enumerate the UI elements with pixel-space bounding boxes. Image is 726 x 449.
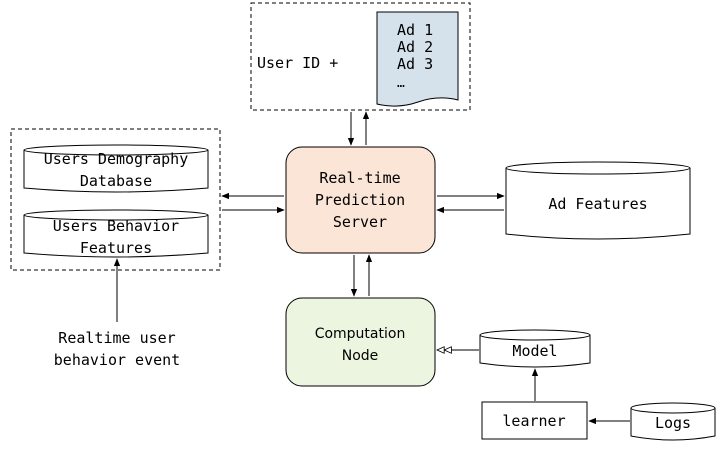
connectors bbox=[113, 111, 630, 425]
ad-line-more: … bbox=[397, 76, 405, 91]
event-line-1: Realtime user bbox=[58, 329, 175, 347]
user-id-label: User ID + bbox=[257, 54, 338, 72]
model-database: Model bbox=[479, 329, 591, 368]
demography-line-2: Database bbox=[80, 172, 152, 190]
behavior-line-2: Features bbox=[80, 239, 152, 257]
users-group: Users Demography Database Users Behavior… bbox=[10, 128, 221, 271]
computation-node: Computation Node bbox=[285, 297, 436, 387]
server-line-2: Prediction bbox=[315, 191, 405, 209]
server-line-3: Server bbox=[333, 213, 387, 231]
learner-label: learner bbox=[502, 412, 565, 430]
server-line-1: Real-time bbox=[319, 169, 400, 187]
realtime-event-label: Realtime user behavior event bbox=[54, 329, 180, 369]
ad-line-3: Ad 3 bbox=[397, 55, 433, 73]
event-line-2: behavior event bbox=[54, 351, 180, 369]
ad-line-2: Ad 2 bbox=[397, 38, 433, 56]
ad-list-document bbox=[376, 11, 459, 107]
users-demography-database: Users Demography Database bbox=[23, 144, 209, 193]
learner-box: learner bbox=[481, 401, 588, 440]
ad-features-database: Ad Features bbox=[505, 161, 691, 240]
ad-line-1: Ad 1 bbox=[397, 21, 433, 39]
ad-features-label: Ad Features bbox=[548, 195, 647, 213]
demography-line-1: Users Demography bbox=[44, 150, 189, 168]
computation-line-2: Node bbox=[342, 348, 379, 364]
realtime-prediction-server: Real-time Prediction Server bbox=[285, 146, 436, 254]
behavior-line-1: Users Behavior bbox=[53, 217, 179, 235]
users-behavior-features: Users Behavior Features bbox=[23, 209, 209, 258]
request-group: User ID + Ad 1 Ad 2 Ad 3 … bbox=[250, 2, 471, 111]
model-label: Model bbox=[512, 342, 557, 360]
computation-line-1: Computation bbox=[315, 326, 406, 342]
logs-database: Logs bbox=[630, 402, 716, 441]
logs-label: Logs bbox=[655, 414, 691, 432]
